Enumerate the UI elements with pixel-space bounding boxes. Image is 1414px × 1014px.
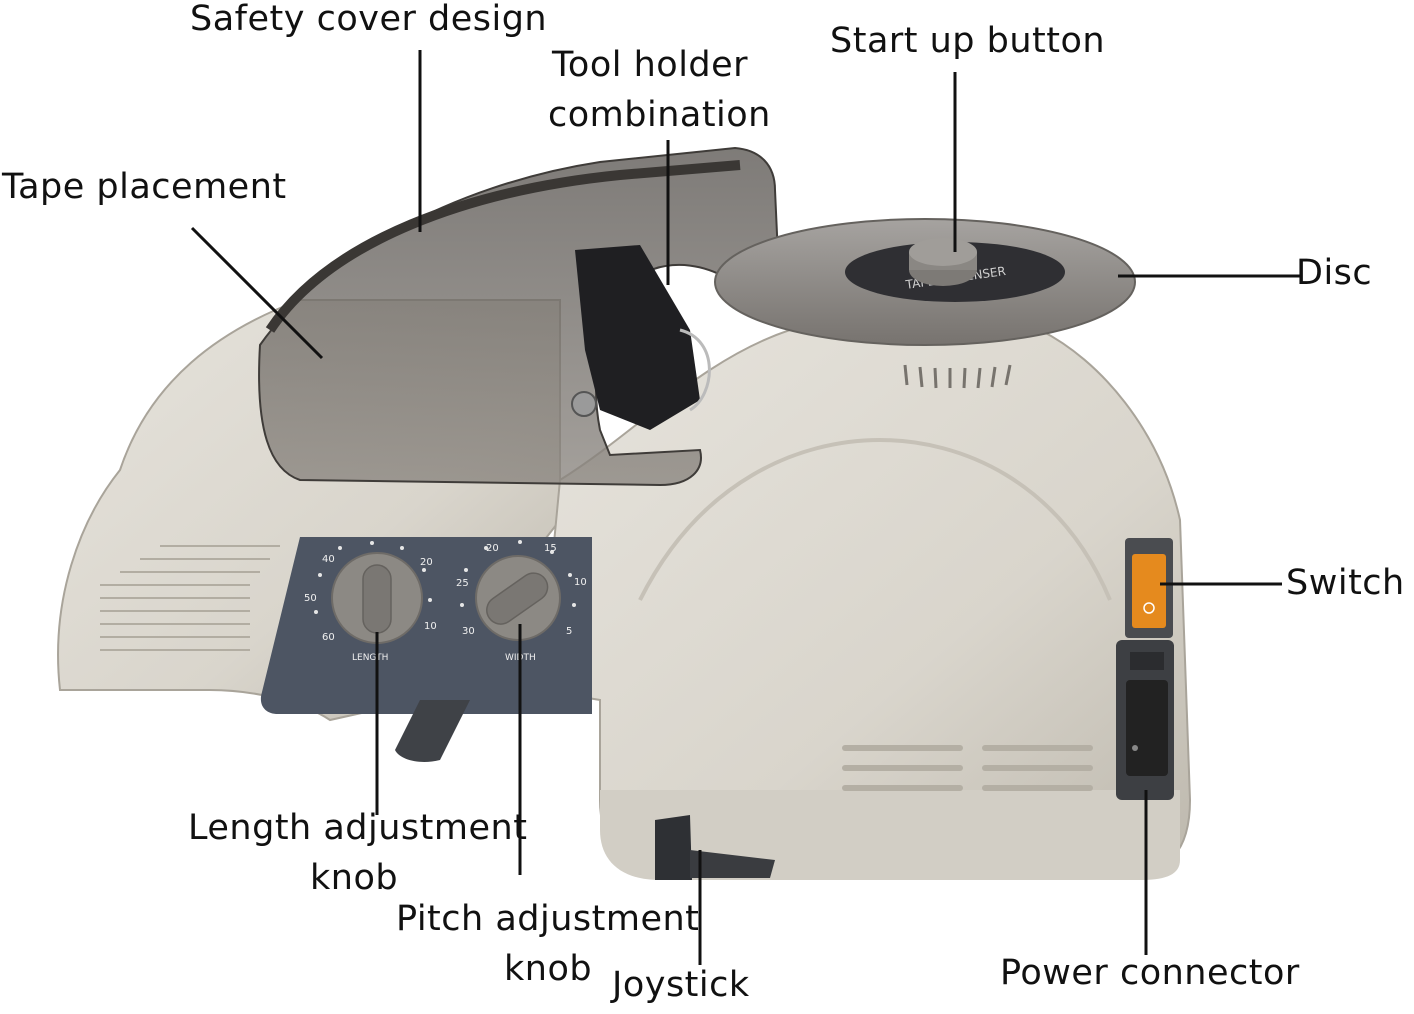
label-pitch-knob-line1: Pitch adjustment: [396, 899, 700, 939]
length-tick-50: 50: [304, 593, 317, 604]
width-tick-25: 25: [456, 578, 469, 589]
label-start-button: Start up button: [830, 21, 1106, 61]
left-vent-grille: [100, 545, 280, 651]
pitch-knob[interactable]: [475, 555, 561, 641]
length-tick-40: 40: [322, 554, 335, 565]
length-tick-20: 20: [420, 557, 433, 568]
length-tick-60: 60: [322, 632, 335, 643]
body-ridge: [638, 437, 1112, 601]
label-length-knob-line1: Length adjustment: [188, 808, 528, 848]
joystick-body: [655, 815, 692, 880]
width-tick-30: 30: [462, 626, 475, 637]
front-vents: [842, 745, 1093, 791]
label-safety-cover: Safety cover design: [190, 0, 548, 39]
width-tick-15: 15: [544, 543, 557, 554]
length-knob[interactable]: [331, 552, 423, 644]
tool-holder: [571, 245, 711, 430]
leader-tape-placement: [190, 226, 324, 360]
power-connector[interactable]: [1116, 640, 1174, 800]
length-tick-10: 10: [424, 621, 437, 632]
joystick-base: [690, 850, 775, 878]
disc-base-vents: [903, 364, 1012, 389]
length-caption: LENGTH: [352, 653, 388, 663]
label-disc: Disc: [1296, 253, 1373, 293]
label-tape-placement: Tape placement: [2, 167, 287, 207]
panel-scale-dots: [314, 540, 576, 614]
label-power-connector: Power connector: [1000, 953, 1300, 993]
rear-foot: [395, 700, 470, 762]
start-up-button[interactable]: [909, 238, 977, 286]
leader-lines: [190, 50, 1300, 965]
label-length-knob-line2: knob: [310, 858, 399, 898]
label-tool-holder-line1: Tool holder: [552, 45, 749, 85]
width-tick-10: 10: [574, 577, 587, 588]
label-switch: Switch: [1286, 563, 1405, 603]
label-joystick: Joystick: [612, 965, 750, 1005]
width-tick-20: 20: [486, 543, 499, 554]
label-pitch-knob-line2: knob: [504, 949, 593, 989]
power-switch[interactable]: [1125, 538, 1173, 638]
label-tool-holder-line2: combination: [548, 95, 771, 135]
width-tick-5: 5: [566, 626, 572, 637]
